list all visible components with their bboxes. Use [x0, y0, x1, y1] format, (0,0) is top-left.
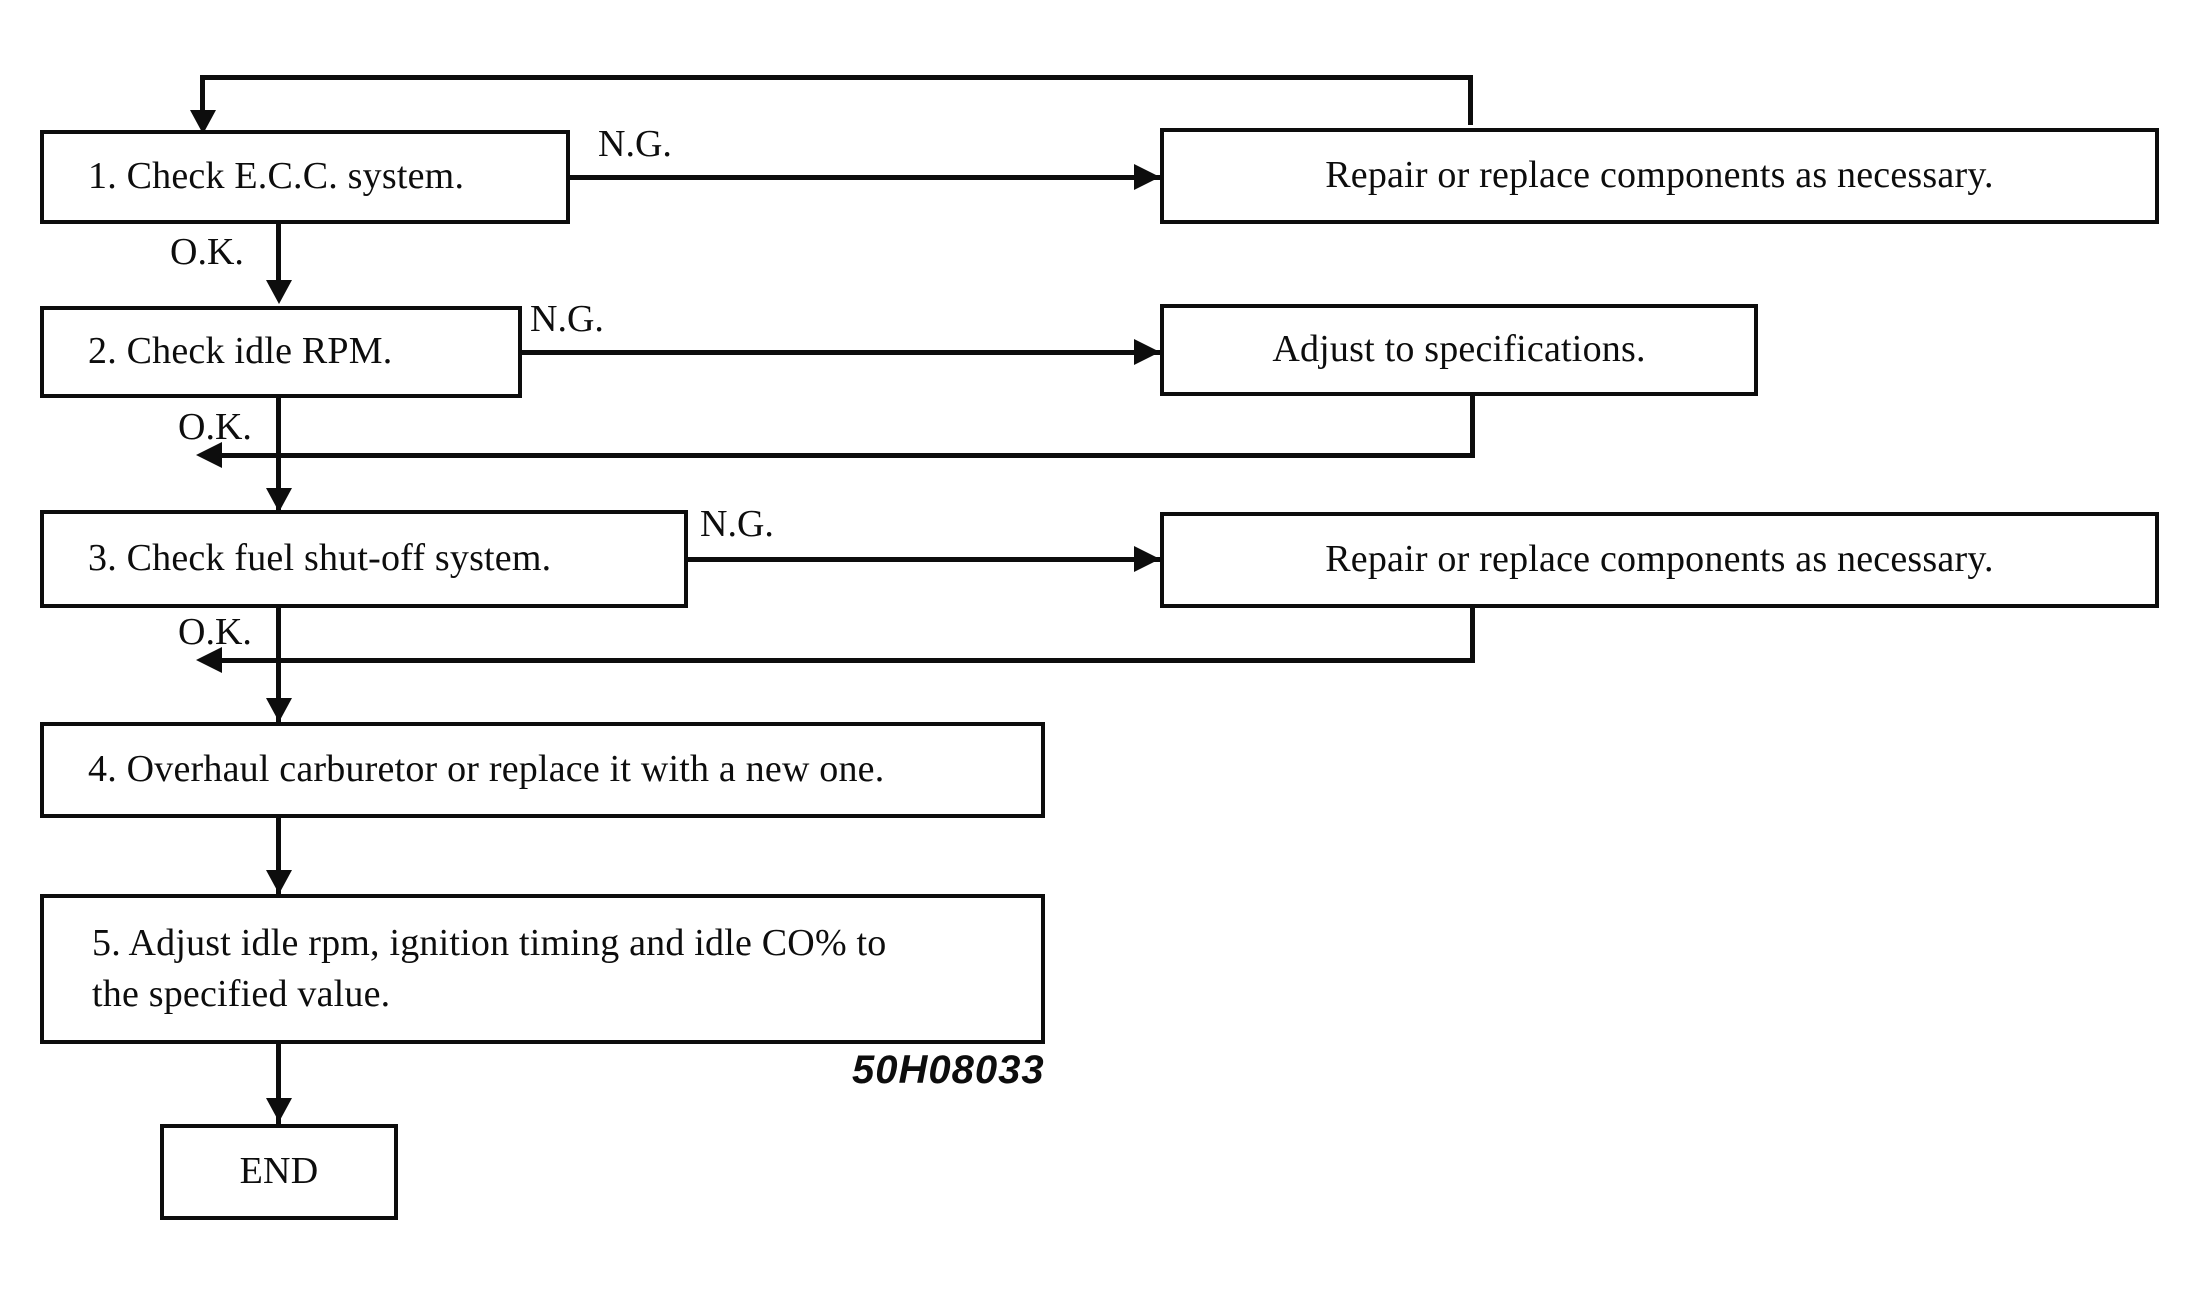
- edge-step1-to-action1-arrowhead: [1134, 164, 1160, 190]
- edge-label-step1-ng: N.G.: [598, 123, 672, 165]
- feedback-2-horizontal: [222, 453, 1475, 458]
- edge-step1-to-action1: [570, 175, 1160, 180]
- feedback-3-arrowhead: [196, 647, 222, 673]
- step-5-box[interactable]: 5. Adjust idle rpm, ignition timing and …: [40, 894, 1045, 1044]
- edge-step5-to-end: [276, 1044, 281, 1126]
- end-label: END: [239, 1150, 319, 1193]
- action-1-box[interactable]: Repair or replace components as necessar…: [1160, 128, 2159, 224]
- step-4-label: 4. Overhaul carburetor or replace it wit…: [88, 748, 885, 791]
- step-4-box[interactable]: 4. Overhaul carburetor or replace it wit…: [40, 722, 1045, 818]
- feedback-1-top-horizontal: [200, 75, 1473, 80]
- feedback-1-left-vertical: [200, 75, 205, 115]
- edge-label-step2-ng: N.G.: [530, 298, 604, 340]
- edge-label-step1-ok: O.K.: [170, 231, 244, 273]
- edge-step5-to-end-arrowhead: [266, 1098, 292, 1122]
- step-2-box[interactable]: 2. Check idle RPM.: [40, 306, 522, 398]
- step-1-label: 1. Check E.C.C. system.: [88, 155, 465, 198]
- action-3-label: Repair or replace components as necessar…: [1325, 538, 1994, 581]
- step-2-label: 2. Check idle RPM.: [88, 330, 393, 373]
- edge-step3-to-action3: [688, 557, 1160, 562]
- action-2-box[interactable]: Adjust to specifications.: [1160, 304, 1758, 396]
- feedback-2-arrowhead: [196, 442, 222, 468]
- feedback-1-right-vertical: [1468, 78, 1473, 125]
- edge-step3-to-step4-arrowhead: [266, 698, 292, 722]
- edge-step3-to-action3-arrowhead: [1134, 546, 1160, 572]
- edge-step1-to-step2-arrowhead: [266, 280, 292, 304]
- edge-step2-to-step3: [276, 398, 281, 514]
- edge-step2-to-step3-arrowhead: [266, 488, 292, 512]
- edge-step2-to-action2: [522, 350, 1160, 355]
- edge-step3-to-step4: [276, 608, 281, 723]
- step-3-box[interactable]: 3. Check fuel shut-off system.: [40, 510, 688, 608]
- step-1-box[interactable]: 1. Check E.C.C. system.: [40, 130, 570, 224]
- edge-step1-to-step2: [276, 224, 281, 284]
- step-3-label: 3. Check fuel shut-off system.: [88, 537, 552, 580]
- end-box[interactable]: END: [160, 1124, 398, 1220]
- edge-step2-to-action2-arrowhead: [1134, 339, 1160, 365]
- feedback-3-horizontal: [222, 658, 1475, 663]
- feedback-3-right-vertical: [1470, 608, 1475, 663]
- feedback-2-right-vertical: [1470, 396, 1475, 458]
- edge-label-step3-ok: O.K.: [178, 611, 252, 653]
- action-2-label: Adjust to specifications.: [1272, 328, 1646, 371]
- edge-label-step3-ng: N.G.: [700, 503, 774, 545]
- step-5-label: 5. Adjust idle rpm, ignition timing and …: [92, 921, 887, 1015]
- action-3-box[interactable]: Repair or replace components as necessar…: [1160, 512, 2159, 608]
- action-1-label: Repair or replace components as necessar…: [1325, 154, 1994, 197]
- figure-code: 50H08033: [852, 1048, 1045, 1092]
- edge-label-step2-ok: O.K.: [178, 406, 252, 448]
- edge-step4-to-step5-arrowhead: [266, 870, 292, 894]
- edge-step4-to-step5: [276, 818, 281, 896]
